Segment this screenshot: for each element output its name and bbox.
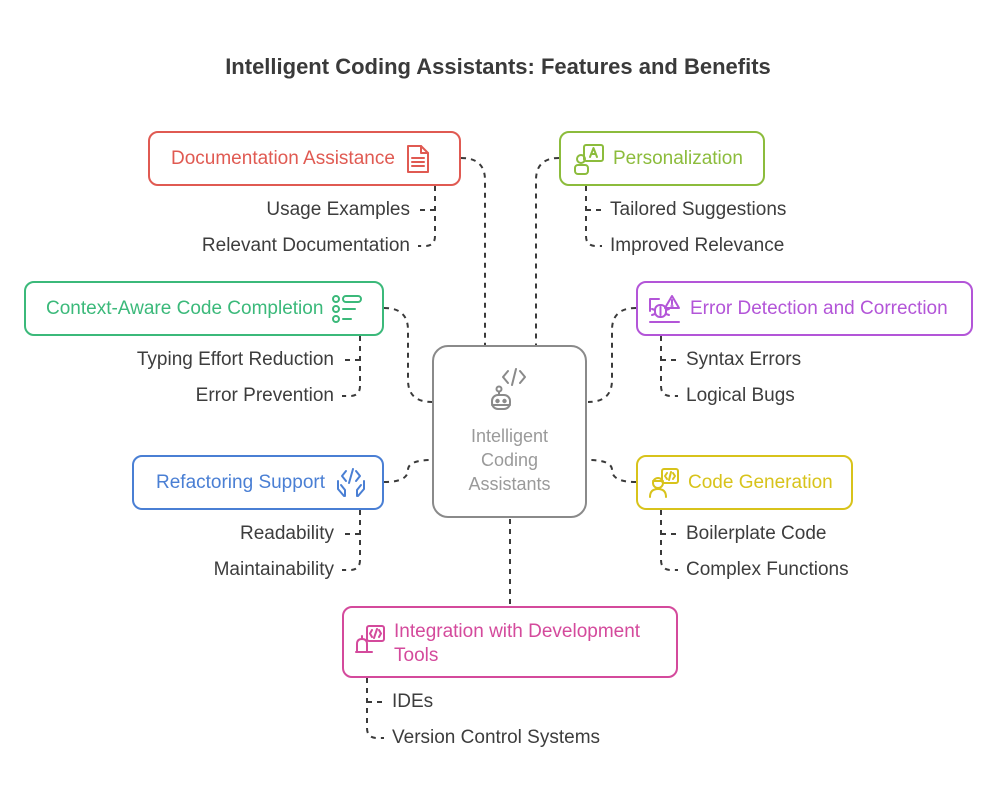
tools-code-icon — [354, 624, 386, 656]
sub-item: Boilerplate Code — [686, 523, 827, 544]
sub-item: Typing Effort Reduction — [136, 349, 334, 370]
user-settings-icon — [573, 143, 605, 175]
personalization-box: Personalization — [559, 131, 765, 186]
hands-code-icon — [335, 467, 367, 499]
code-completion-box: Context-Aware Code Completion — [24, 281, 384, 336]
sub-item: Version Control Systems — [392, 727, 601, 748]
sub-item: Tailored Suggestions — [610, 199, 787, 220]
error-detection-label: Error Detection and Correction — [690, 297, 948, 319]
personalization-label: Personalization — [613, 147, 743, 169]
sub-item: Usage Examples — [266, 199, 410, 220]
sub-item: Relevant Documentation — [201, 235, 410, 256]
sub-item: Error Prevention — [195, 385, 334, 406]
documentation-assistance-box: Documentation Assistance — [148, 131, 461, 186]
document-icon — [405, 144, 431, 174]
integration-tools-label-line1: Integration with Development — [394, 621, 641, 642]
developer-code-icon — [648, 467, 680, 499]
documentation-assistance-label: Documentation Assistance — [171, 147, 395, 169]
code-completion-label: Context-Aware Code Completion — [46, 297, 324, 319]
refactoring-support-box: Refactoring Support — [132, 455, 384, 510]
integration-tools-label-line2: Tools — [394, 645, 439, 666]
sub-item: Complex Functions — [686, 559, 849, 580]
error-detection-box: Error Detection and Correction — [636, 281, 973, 336]
sub-item: IDEs — [392, 691, 434, 712]
code-generation-label: Code Generation — [688, 471, 833, 493]
code-generation-box: Code Generation — [636, 455, 853, 510]
center-label: Intelligent Coding Assistants — [468, 426, 551, 494]
refactoring-support-label: Refactoring Support — [156, 471, 325, 493]
robot-code-icon — [490, 367, 530, 418]
sub-item: Readability — [240, 523, 334, 544]
bug-warning-icon — [648, 293, 682, 325]
sub-item: Improved Relevance — [610, 235, 785, 256]
sub-item: Logical Bugs — [686, 385, 795, 406]
list-icon — [331, 293, 363, 325]
center-node: Intelligent Coding Assistants — [432, 345, 587, 518]
sub-item: Maintainability — [213, 559, 334, 580]
sub-item: Syntax Errors — [686, 349, 802, 370]
page-title: Intelligent Coding Assistants: Features … — [225, 54, 771, 79]
